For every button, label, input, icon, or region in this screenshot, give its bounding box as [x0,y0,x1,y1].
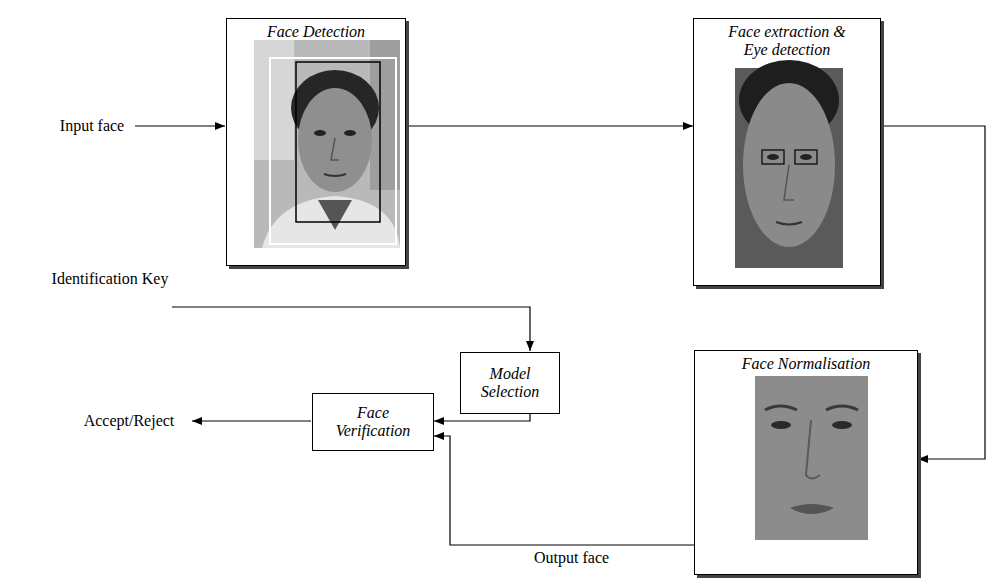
flow-arrow [434,414,530,421]
box-title: Face extraction & Eye detection [722,23,852,59]
edge-label: Output face [532,549,611,567]
mouth [324,174,346,176]
key-arrow [172,307,530,351]
face [743,83,835,247]
box-title: Face Detection [267,23,365,41]
face-photo [254,40,400,248]
result-label: Accept/Reject [70,412,188,430]
box-title: Face Normalisation [742,355,870,373]
detection-window [296,62,380,222]
result-arrow [192,420,311,421]
eye [771,421,791,429]
eye [767,154,779,160]
process-box: Model Selection [460,352,560,414]
eye-window [762,150,784,164]
brow [765,406,797,410]
stage-box: Face extraction & Eye detection [693,18,881,286]
stage-box: Face Detection [226,18,406,266]
detection-window [270,58,396,244]
eye [800,154,812,160]
flow-arrow [881,126,985,459]
collar [318,200,352,230]
eye [344,130,356,136]
nose [784,165,794,200]
face [298,88,372,192]
eye [832,421,852,429]
eye-window [795,150,817,164]
face-photo [755,376,868,540]
nose [331,138,339,160]
stage-box: Face Normalisation [694,350,918,575]
mouth [790,504,834,514]
eye [314,130,326,136]
box-title: Face Verification [323,404,423,440]
nose [806,420,820,479]
flow-arrow [406,125,693,126]
photo-ground [254,40,400,248]
key-label: Identification Key [45,270,175,288]
input-label: Input face [50,117,134,135]
flow-arrow [434,436,694,545]
process-box: Face Verification [312,393,434,451]
brow [826,406,858,410]
mouth [776,222,802,225]
photo-ground [755,376,868,540]
box-title: Model Selection [468,365,552,401]
input-arrow [135,125,225,126]
face-photo [735,60,843,268]
